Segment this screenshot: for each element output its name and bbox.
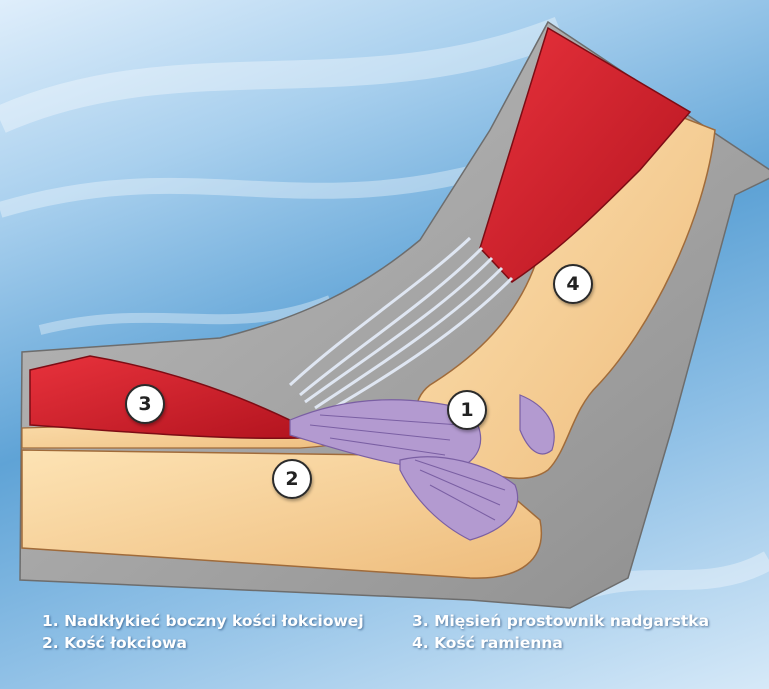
legend-item-1: 1. Nadkłykieć boczny kości łokciowej <box>42 610 364 632</box>
marker-1: 1 <box>447 390 487 430</box>
legend-item-2: 2. Kość łokciowa <box>42 632 364 654</box>
legend-left: 1. Nadkłykieć boczny kości łokciowej 2. … <box>42 610 364 654</box>
marker-4: 4 <box>553 264 593 304</box>
legend-right: 3. Mięsień prostownik nadgarstka 4. Kość… <box>412 610 709 654</box>
marker-3: 3 <box>125 384 165 424</box>
legend-item-3: 3. Mięsień prostownik nadgarstka <box>412 610 709 632</box>
marker-2: 2 <box>272 459 312 499</box>
legend-item-4: 4. Kość ramienna <box>412 632 709 654</box>
